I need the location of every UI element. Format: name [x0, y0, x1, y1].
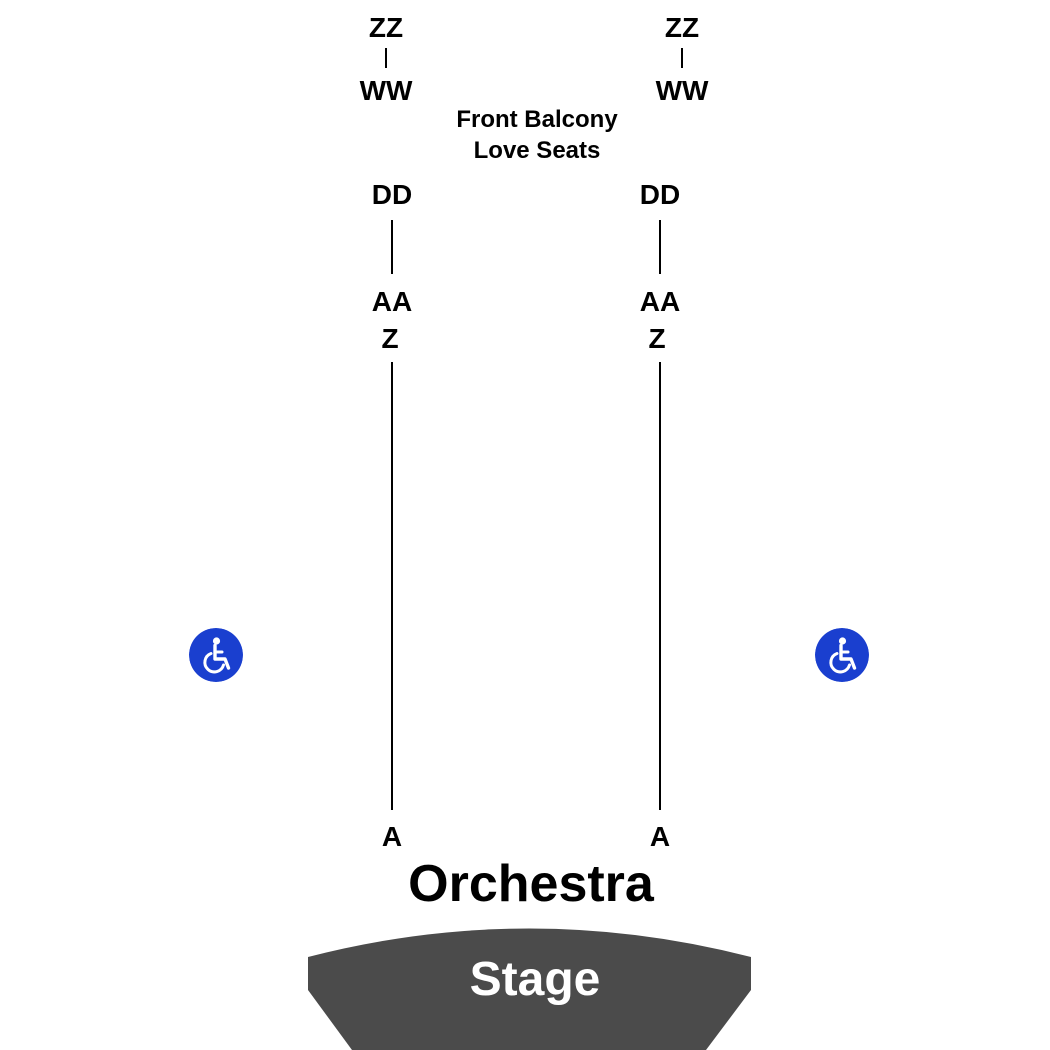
orchestra-right-front-aisle-line [659, 362, 661, 810]
balcony-right-aisle-line [681, 48, 683, 68]
orchestra-left-row-z[interactable]: Z [381, 323, 399, 354]
wheelchair-icon[interactable] [189, 628, 243, 682]
balcony-right-row-ww[interactable]: WW [655, 75, 709, 106]
orchestra-right-row-z[interactable]: Z [648, 323, 666, 354]
wheelchair-icon[interactable] [815, 628, 869, 682]
balcony-left-aisle-line [385, 48, 387, 68]
wheelchair-icon-graphic [189, 628, 243, 682]
orchestra-left-row-dd[interactable]: DD [371, 179, 413, 210]
balcony-left-row-zz[interactable]: ZZ [368, 12, 404, 43]
orchestra-left-row-a[interactable]: A [381, 821, 403, 852]
orchestra-left-row-aa[interactable]: AA [371, 286, 413, 317]
front-balcony-title-line1: Front Balcony [456, 106, 618, 133]
orchestra-section-label[interactable]: Orchestra [408, 855, 654, 913]
stage-outline [308, 928, 751, 1050]
orchestra-right-row-a[interactable]: A [649, 821, 671, 852]
orchestra-left-front-aisle-line [391, 362, 393, 810]
wheelchair-icon-graphic [815, 628, 869, 682]
orchestra-right-row-dd[interactable]: DD [639, 179, 681, 210]
balcony-right-row-zz[interactable]: ZZ [664, 12, 700, 43]
orchestra-right-row-aa[interactable]: AA [639, 286, 681, 317]
balcony-left-row-ww[interactable]: WW [359, 75, 413, 106]
front-balcony-title-line2: Love Seats [473, 137, 601, 164]
orchestra-right-rear-aisle-line [659, 220, 661, 274]
front-balcony-section-label[interactable]: Front Balcony Love Seats [456, 104, 617, 166]
stage-label: Stage [469, 953, 601, 1006]
orchestra-left-rear-aisle-line [391, 220, 393, 274]
